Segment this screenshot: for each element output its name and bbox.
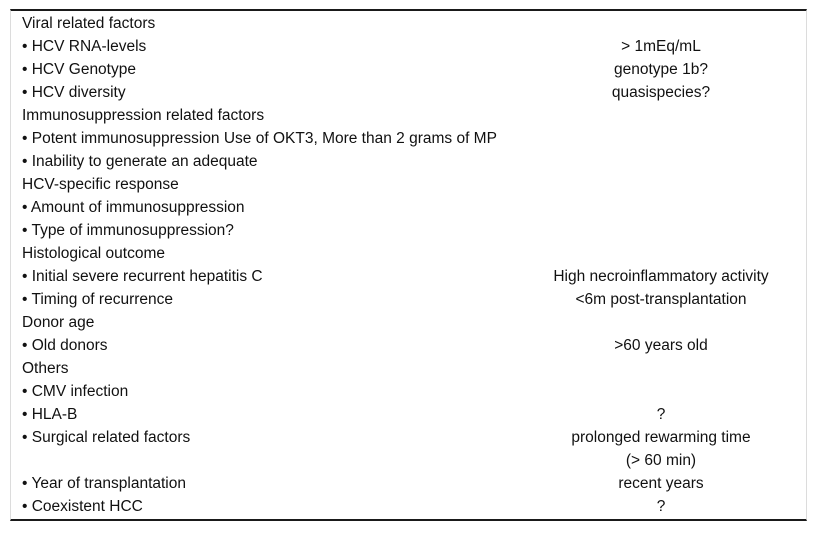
table-row: • HLA-B ? xyxy=(11,403,806,426)
table-row: • Timing of recurrence <6m post-transpla… xyxy=(11,288,806,311)
factor-value: prolonged rewarming time xyxy=(571,429,751,446)
table-row: • Initial severe recurrent hepatitis C H… xyxy=(11,265,806,288)
factor-label: • Inability to generate an adequate xyxy=(22,153,258,170)
section-header: Histological outcome xyxy=(22,245,166,262)
factor-label: • Type of immunosuppression? xyxy=(22,222,234,239)
factor-value: High necroinflammatory activity xyxy=(553,268,769,285)
factor-label: • CMV infection xyxy=(22,383,129,400)
factor-label-continuation: HCV-specific response xyxy=(22,176,179,193)
factor-value: >60 years old xyxy=(614,337,708,354)
factor-value: ? xyxy=(656,406,666,423)
table-row: Others xyxy=(11,357,806,380)
table-row: Histological outcome xyxy=(11,242,806,265)
factor-label: • HCV RNA-levels xyxy=(22,38,147,55)
section-header: Viral related factors xyxy=(22,15,156,32)
factor-label: • HCV diversity xyxy=(22,84,126,101)
table-row: • Coexistent HCC ? xyxy=(11,495,806,518)
factor-value: <6m post-transplantation xyxy=(575,291,747,308)
section-header: Others xyxy=(22,360,69,377)
factor-value: genotype 1b? xyxy=(614,61,708,78)
table-row: Immunosuppression related factors xyxy=(11,104,806,127)
table-row: Viral related factors xyxy=(11,12,806,35)
factor-label: • Coexistent HCC xyxy=(22,498,143,515)
factor-value: recent years xyxy=(618,475,704,492)
factor-value-continuation: (> 60 min) xyxy=(625,452,697,469)
table-row: • Surgical related factors prolonged rew… xyxy=(11,426,806,449)
factors-table: Viral related factors • HCV RNA-levels >… xyxy=(10,9,807,521)
table-row: • Year of transplantation recent years xyxy=(11,472,806,495)
factor-label: • Old donors xyxy=(22,337,108,354)
section-header: Donor age xyxy=(22,314,95,331)
table-row: • CMV infection xyxy=(11,380,806,403)
table-row: • Potent immunosuppression Use of OKT3, … xyxy=(11,127,806,150)
table-row: • Old donors >60 years old xyxy=(11,334,806,357)
table-row: • HCV diversity quasispecies? xyxy=(11,81,806,104)
factor-value: quasispecies? xyxy=(611,84,711,101)
factor-label: • Potent immunosuppression Use of OKT3, … xyxy=(22,130,497,147)
factor-label: • Year of transplantation xyxy=(22,475,186,492)
factor-label: • HLA-B xyxy=(22,406,78,423)
factor-label: • HCV Genotype xyxy=(22,61,136,78)
table-row: HCV-specific response xyxy=(11,173,806,196)
factor-value: > 1mEq/mL xyxy=(621,38,701,55)
section-header: Immunosuppression related factors xyxy=(22,107,265,124)
table-row: • HCV RNA-levels > 1mEq/mL xyxy=(11,35,806,58)
table-row: (> 60 min) xyxy=(11,449,806,472)
factor-label: • Initial severe recurrent hepatitis C xyxy=(22,268,263,285)
table-row: • Type of immunosuppression? xyxy=(11,219,806,242)
table-row: Donor age xyxy=(11,311,806,334)
table-row: • Amount of immunosuppression xyxy=(11,196,806,219)
factor-label: • Timing of recurrence xyxy=(22,291,174,308)
table-row: • Inability to generate an adequate xyxy=(11,150,806,173)
factor-value: ? xyxy=(656,498,666,515)
factor-label: • Amount of immunosuppression xyxy=(22,199,245,216)
factor-label: • Surgical related factors xyxy=(22,429,191,446)
table-row: • HCV Genotype genotype 1b? xyxy=(11,58,806,81)
